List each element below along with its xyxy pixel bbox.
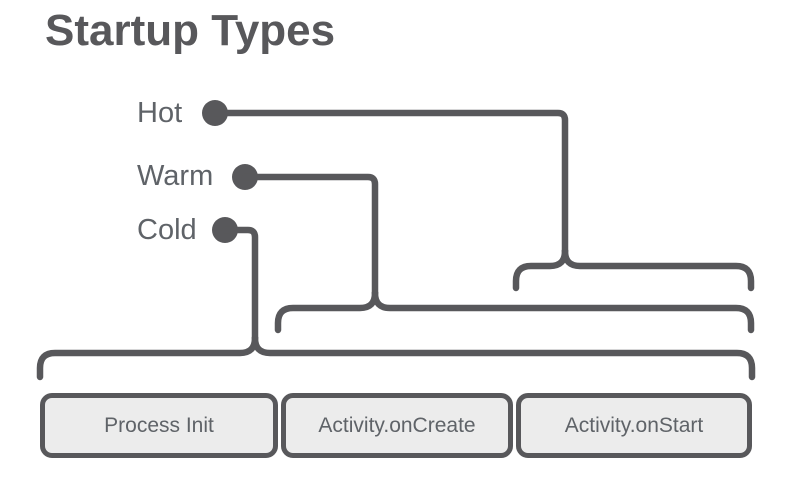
warm-brace-right xyxy=(371,289,755,334)
warm-connector-line xyxy=(241,173,379,297)
phase-box-activity-onstart: Activity.onStart xyxy=(516,393,752,458)
phase-box-process-init: Process Init xyxy=(40,393,278,458)
label-cold: Cold xyxy=(137,214,197,246)
phase-box-label: Process Init xyxy=(104,413,214,437)
hot-brace-right xyxy=(561,247,755,292)
label-hot: Hot xyxy=(137,97,183,129)
hot-connector-line xyxy=(211,109,569,255)
cold-brace-left xyxy=(36,334,259,381)
phase-box-label: Activity.onCreate xyxy=(318,413,476,437)
cold-connector-line xyxy=(221,226,259,342)
label-warm: Warm xyxy=(137,160,214,192)
hot-brace-left xyxy=(512,247,569,292)
phase-box-label: Activity.onStart xyxy=(564,413,704,437)
cold-brace-right xyxy=(251,334,756,381)
warm-brace-left xyxy=(274,289,379,334)
phase-box-activity-oncreate: Activity.onCreate xyxy=(281,393,513,458)
page-title: Startup Types xyxy=(45,6,336,55)
